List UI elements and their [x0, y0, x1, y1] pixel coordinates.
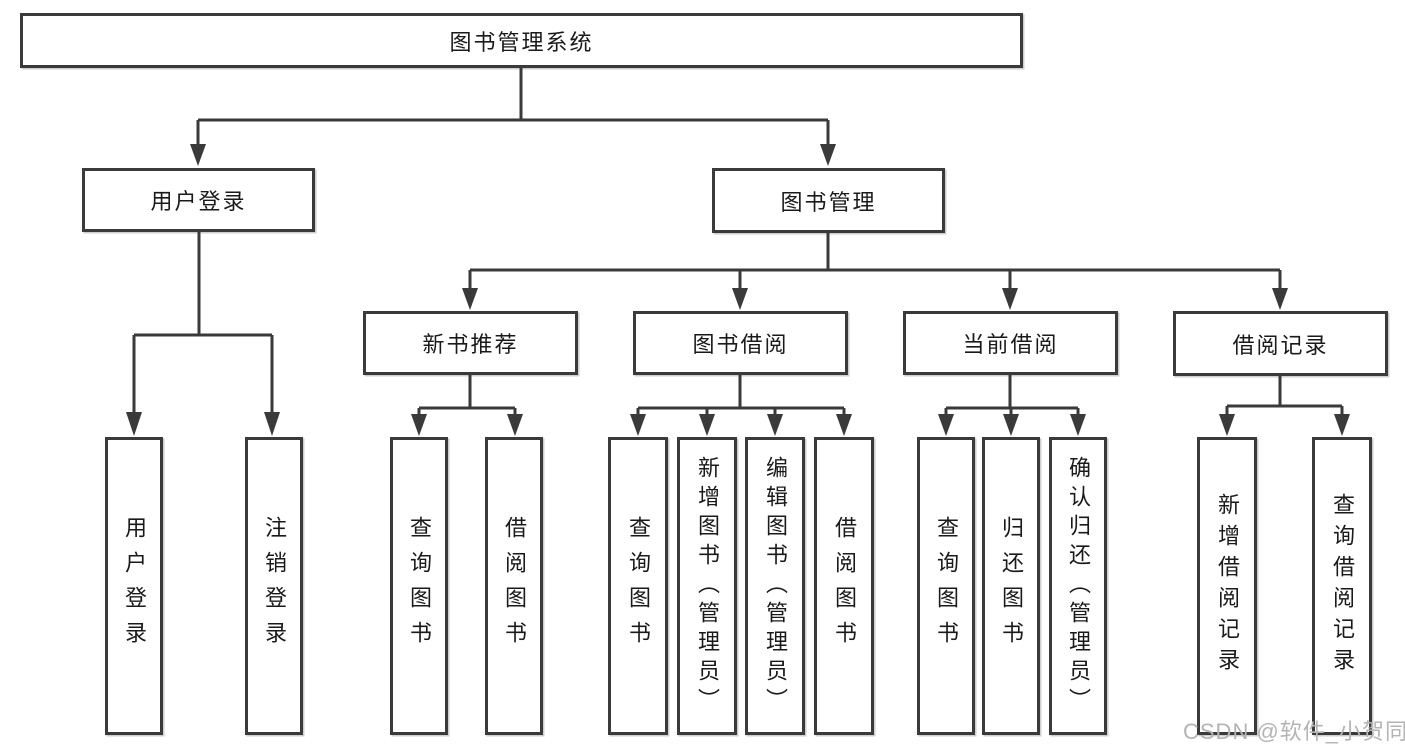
- node-leaf-borrow-book-2-label: 借阅图书: [832, 516, 857, 656]
- node-leaf-logout: 注销登录: [245, 437, 303, 735]
- node-leaf-query-book-1: 查询图书: [390, 437, 448, 735]
- node-leaf-query-book-1-label: 查询图书: [407, 516, 432, 656]
- connector-book-management: [468, 233, 1282, 290]
- node-borrow-record: 借阅记录: [1173, 311, 1388, 376]
- connector-user-login: [132, 232, 274, 414]
- node-leaf-confirm-return-admin-label: 确认归还（管理员）: [1066, 455, 1091, 717]
- node-leaf-query-book-2: 查询图书: [608, 437, 668, 735]
- node-leaf-return-book-label: 归还图书: [999, 516, 1024, 656]
- node-leaf-query-book-3: 查询图书: [917, 437, 975, 735]
- node-book-borrow-label: 图书借阅: [692, 332, 789, 357]
- node-leaf-add-book-admin-label: 新增图书（管理员）: [695, 455, 720, 717]
- node-leaf-borrow-book-2: 借阅图书: [814, 437, 874, 735]
- connector-new-book-recommend: [417, 375, 517, 417]
- node-leaf-logout-label: 注销登录: [262, 516, 287, 656]
- node-leaf-query-book-3-label: 查询图书: [934, 516, 959, 656]
- node-borrow-record-label: 借阅记录: [1232, 332, 1329, 358]
- node-leaf-query-borrow-record-label: 查询借阅记录: [1330, 493, 1355, 679]
- node-leaf-query-book-2-label: 查询图书: [626, 516, 651, 656]
- connector-paths: [132, 68, 1344, 417]
- node-leaf-return-book: 归还图书: [982, 437, 1040, 735]
- node-root-system: 图书管理系统: [20, 13, 1023, 68]
- node-leaf-confirm-return-admin: 确认归还（管理员）: [1049, 437, 1107, 735]
- node-leaf-add-borrow-record-label: 新增借阅记录: [1215, 493, 1240, 679]
- node-book-management: 图书管理: [712, 168, 945, 233]
- node-book-management-label: 图书管理: [780, 189, 877, 215]
- node-leaf-user-login-label: 用户登录: [122, 516, 147, 656]
- node-user-login-label: 用户登录: [150, 189, 247, 214]
- node-leaf-query-borrow-record: 查询借阅记录: [1312, 437, 1372, 735]
- node-user-login: 用户登录: [82, 168, 315, 232]
- node-leaf-user-login: 用户登录: [105, 437, 163, 735]
- node-root-system-label: 图书管理系统: [449, 29, 594, 55]
- node-current-borrow: 当前借阅: [903, 311, 1118, 375]
- connector-borrow-record: [1225, 376, 1344, 417]
- node-new-book-recommend-label: 新书推荐: [422, 332, 519, 357]
- node-new-book-recommend: 新书推荐: [363, 311, 578, 375]
- connector-book-borrow: [636, 375, 846, 417]
- arrowheads: [126, 144, 1350, 436]
- node-leaf-add-borrow-record: 新增借阅记录: [1197, 437, 1257, 735]
- csdn-watermark: CSDN @软件_小贺同学: [1183, 719, 1405, 744]
- node-leaf-edit-book-admin-label: 编辑图书（管理员）: [763, 455, 788, 717]
- connector-current-borrow: [944, 375, 1080, 417]
- node-book-borrow: 图书借阅: [633, 311, 848, 375]
- node-leaf-edit-book-admin: 编辑图书（管理员）: [745, 437, 805, 735]
- node-leaf-borrow-book-1: 借阅图书: [485, 437, 543, 735]
- node-current-borrow-label: 当前借阅: [962, 332, 1059, 357]
- node-leaf-borrow-book-1-label: 借阅图书: [502, 516, 527, 656]
- connector-root: [196, 68, 830, 145]
- node-leaf-add-book-admin: 新增图书（管理员）: [677, 437, 737, 735]
